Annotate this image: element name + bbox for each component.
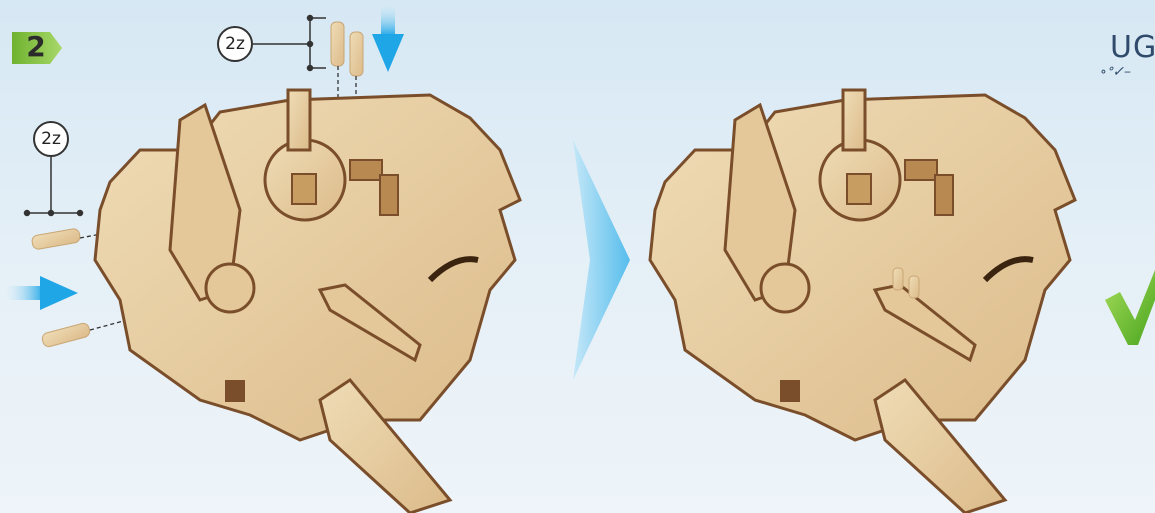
logo-text: UG [1110, 30, 1155, 60]
chevron-right-icon [573, 140, 630, 380]
pegs-top [331, 22, 363, 76]
checkmark-icon [1105, 270, 1155, 345]
brand-logo: UG ∘ᐤ✓– [1100, 0, 1155, 100]
assembly-before [95, 90, 520, 513]
logo-signature: ∘ᐤ✓– [1100, 64, 1131, 80]
arrow-down-icon [372, 2, 404, 72]
arrow-right-icon [4, 276, 78, 310]
assembly-after [650, 90, 1075, 513]
